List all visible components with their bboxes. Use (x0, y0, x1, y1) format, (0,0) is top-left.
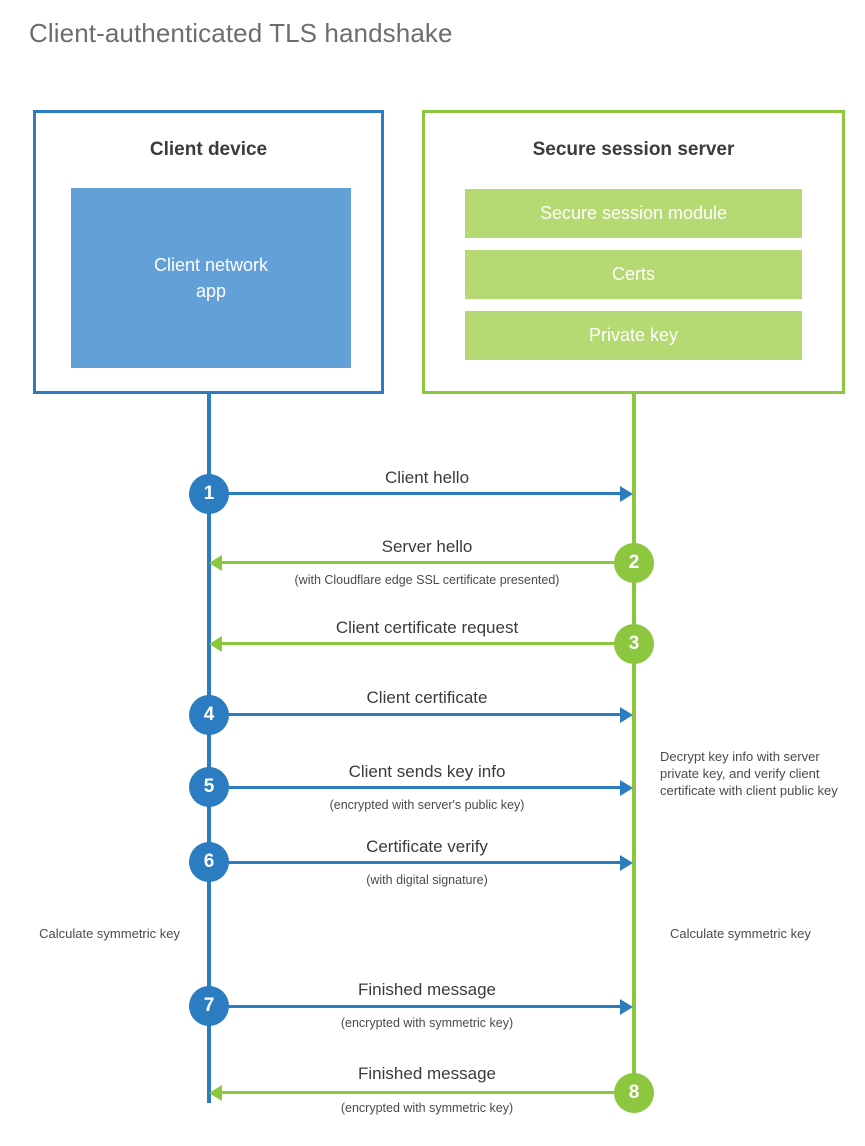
step-6-arrow-line (209, 861, 621, 864)
step-7-arrowhead-icon (620, 999, 633, 1015)
client-device-panel: Client device Client network app (33, 110, 384, 394)
step-5-circle[interactable]: 5 (189, 767, 229, 807)
server-component-item: Certs (465, 250, 802, 299)
step-2-arrowhead-icon (209, 555, 222, 571)
step-2-circle[interactable]: 2 (614, 543, 654, 583)
step-8-arrow-line (222, 1091, 632, 1094)
step-4-circle[interactable]: 4 (189, 695, 229, 735)
server-component-item: Private key (465, 311, 802, 360)
step-5-sublabel: (encrypted with server's public key) (329, 798, 525, 812)
step-3-label: Client certificate request (335, 618, 519, 637)
client-app-label-line2: app (195, 281, 227, 301)
step-6-circle[interactable]: 6 (189, 842, 229, 882)
server-lifeline (632, 394, 636, 1093)
client-calculate-note: Calculate symmetric key (39, 926, 180, 941)
step-2-arrow-line (222, 561, 632, 564)
step-7-sublabel: (encrypted with symmetric key) (340, 1016, 514, 1030)
step-8-circle[interactable]: 8 (614, 1073, 654, 1113)
step-8-sublabel: (encrypted with symmetric key) (340, 1101, 514, 1115)
server-decrypt-note: Decrypt key info with server private key… (660, 749, 838, 798)
step-7-arrow-line (209, 1005, 621, 1008)
step-4-arrow-line (209, 713, 621, 716)
server-calculate-note: Calculate symmetric key (670, 926, 811, 941)
client-app-label-line1: Client network (153, 255, 269, 275)
step-1-arrowhead-icon (620, 486, 633, 502)
step-4-label: Client certificate (366, 688, 488, 707)
secure-session-server-title: Secure session server (532, 139, 735, 160)
step-2-label: Server hello (381, 537, 473, 556)
step-1-label: Client hello (384, 468, 470, 487)
client-network-app-box: Client network app (71, 188, 351, 368)
step-7-label: Finished message (358, 980, 496, 999)
client-lifeline (207, 394, 211, 1103)
step-7-circle[interactable]: 7 (189, 986, 229, 1026)
step-1-circle[interactable]: 1 (189, 474, 229, 514)
step-6-arrowhead-icon (620, 855, 633, 871)
step-6-label: Certificate verify (366, 837, 488, 856)
step-3-arrow-line (222, 642, 632, 645)
secure-session-server-panel: Secure session server Secure session mod… (422, 110, 845, 394)
step-2-sublabel: (with Cloudflare edge SSL certificate pr… (294, 573, 560, 587)
step-5-label: Client sends key info (348, 762, 506, 781)
step-6-sublabel: (with digital signature) (366, 873, 488, 887)
step-1-arrow-line (209, 492, 621, 495)
step-8-label: Finished message (358, 1064, 496, 1083)
step-8-arrowhead-icon (209, 1085, 222, 1101)
page-title: Client-authenticated TLS handshake (29, 18, 453, 48)
server-component-item: Secure session module (465, 189, 802, 238)
step-3-circle[interactable]: 3 (614, 624, 654, 664)
client-device-title: Client device (149, 139, 268, 160)
step-3-arrowhead-icon (209, 636, 222, 652)
step-4-arrowhead-icon (620, 707, 633, 723)
step-5-arrowhead-icon (620, 780, 633, 796)
server-components-list: Secure session module Certs Private key (465, 189, 802, 372)
step-5-arrow-line (209, 786, 621, 789)
